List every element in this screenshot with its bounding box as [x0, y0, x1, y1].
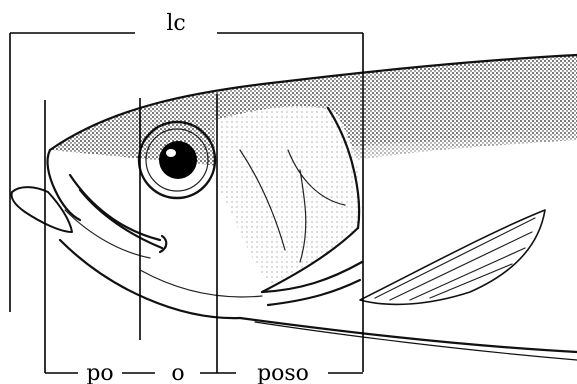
label-lc: lc [166, 11, 185, 36]
measurement-lines [9, 32, 364, 374]
label-o: o [171, 361, 184, 384]
measurement-labels: lc po o poso [86, 11, 309, 384]
label-po: po [86, 361, 113, 384]
label-poso: poso [257, 361, 309, 384]
pectoral-fin [359, 209, 546, 306]
fish-head [10, 106, 364, 320]
